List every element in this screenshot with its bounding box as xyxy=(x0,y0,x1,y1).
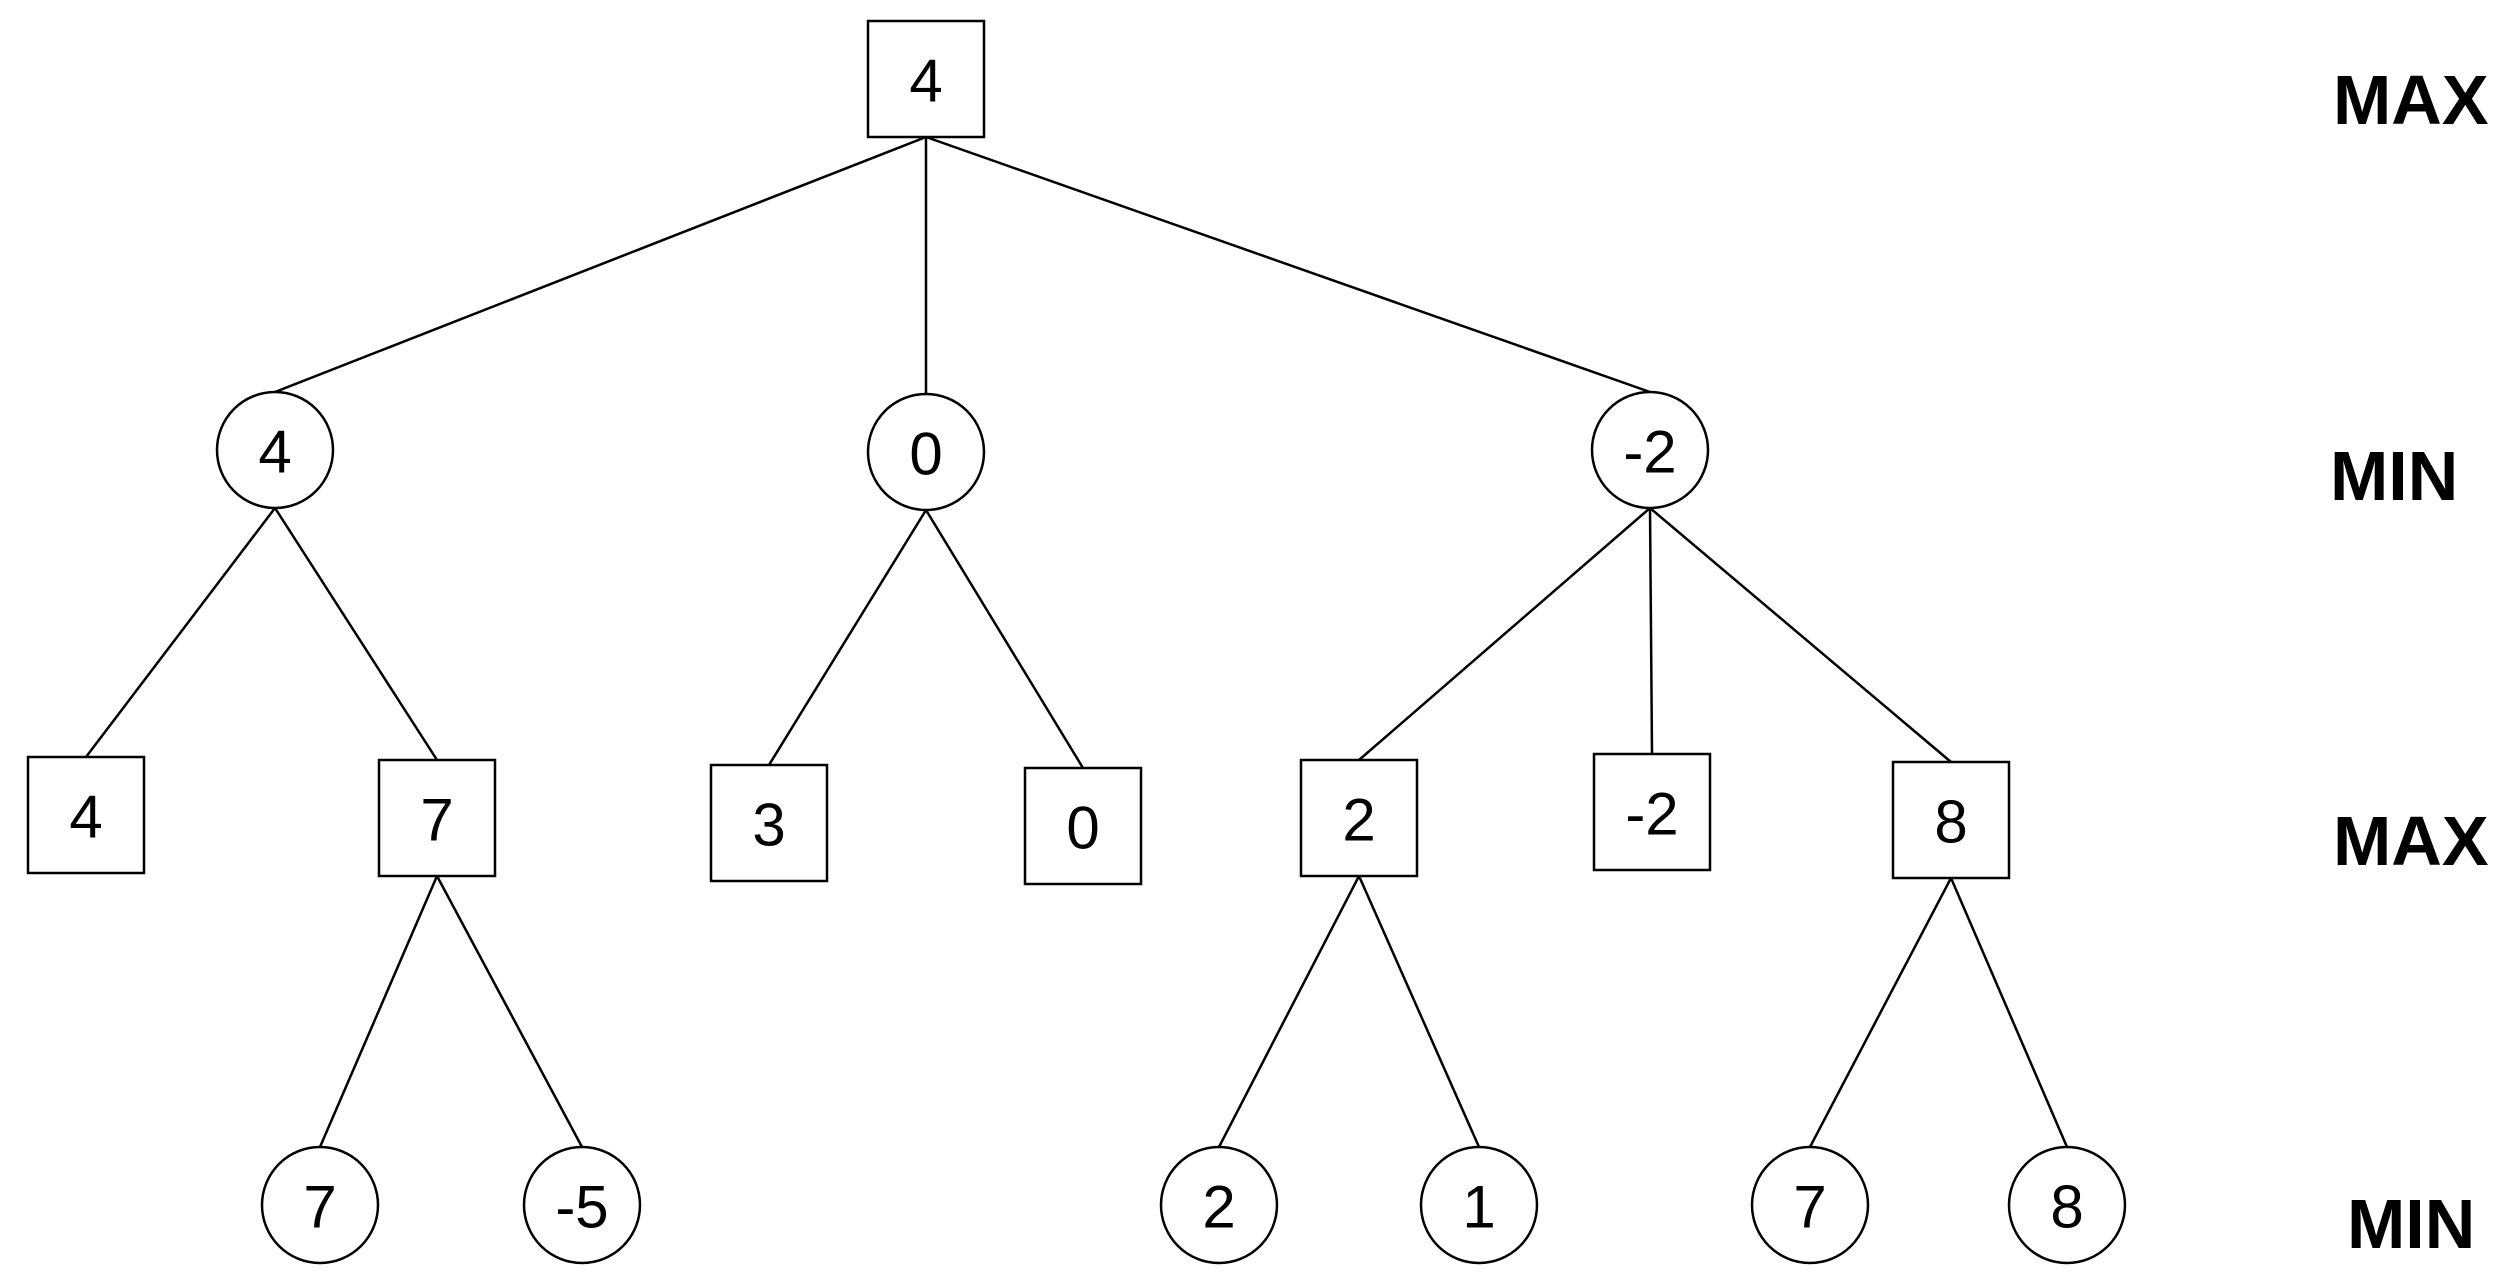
circle-node-shape xyxy=(1419,1145,1539,1265)
circle-node-shape xyxy=(866,392,986,512)
edge-c3-c3a xyxy=(1808,877,1953,1148)
node-value-root: 4 xyxy=(909,48,942,115)
level-label-min-1: MIN xyxy=(2330,437,2458,515)
edge-root-c xyxy=(925,135,1651,394)
max-node-c1: 2 xyxy=(1299,758,1419,878)
square-node-shape xyxy=(377,758,497,878)
min-node-a2b: -5 xyxy=(522,1145,642,1265)
square-node-shape xyxy=(709,763,829,883)
circle-node-shape xyxy=(1159,1145,1279,1265)
edge-a-a1 xyxy=(85,507,276,758)
circle-node-shape xyxy=(522,1145,642,1265)
tree-nodes: 4 4 0 -2 4 7 3 0 2 -2 8 7 -5 2 1 7 8 xyxy=(26,19,2127,1265)
node-value-c1: 2 xyxy=(1342,787,1375,854)
node-value-c3a: 7 xyxy=(1793,1174,1826,1241)
circle-node-shape xyxy=(2007,1145,2127,1265)
edge-c3-c3b xyxy=(1949,877,2069,1148)
edge-a2-a2a xyxy=(318,875,439,1148)
max-node-root: 4 xyxy=(866,19,986,139)
square-node-shape xyxy=(1592,752,1712,872)
level-label-min-2: MIN xyxy=(2347,1185,2475,1263)
node-value-b1: 3 xyxy=(752,792,785,859)
square-node-shape xyxy=(1023,766,1143,886)
min-node-a: 4 xyxy=(215,390,335,510)
max-node-a1: 4 xyxy=(26,755,146,875)
edge-a-a2 xyxy=(273,507,439,761)
square-node-shape xyxy=(1891,760,2011,880)
min-node-c3a: 7 xyxy=(1750,1145,1870,1265)
node-value-a2b: -5 xyxy=(555,1174,608,1241)
square-node-shape xyxy=(866,19,986,139)
min-node-a2a: 7 xyxy=(260,1145,380,1265)
max-node-a2: 7 xyxy=(377,758,497,878)
node-value-c1a: 2 xyxy=(1202,1174,1235,1241)
min-node-c1a: 2 xyxy=(1159,1145,1279,1265)
circle-node-shape xyxy=(1750,1145,1870,1265)
max-node-c3: 8 xyxy=(1891,760,2011,880)
node-value-c2: -2 xyxy=(1625,781,1678,848)
edge-b-b1 xyxy=(767,509,928,766)
min-node-b: 0 xyxy=(866,392,986,512)
level-label-max-2: MAX xyxy=(2333,802,2489,880)
node-value-a1: 4 xyxy=(69,784,102,851)
node-value-c3b: 8 xyxy=(2050,1174,2083,1241)
edge-c1-c1b xyxy=(1357,875,1481,1148)
node-value-c1b: 1 xyxy=(1462,1174,1495,1241)
level-label-max-1: MAX xyxy=(2333,61,2489,139)
edge-root-a xyxy=(274,135,927,394)
node-value-b2: 0 xyxy=(1066,795,1099,862)
max-node-b2: 0 xyxy=(1023,766,1143,886)
circle-node-shape xyxy=(260,1145,380,1265)
edge-a2-a2b xyxy=(435,875,584,1148)
circle-node-shape xyxy=(1590,390,1710,510)
node-value-a2: 7 xyxy=(420,787,453,854)
min-node-c1b: 1 xyxy=(1419,1145,1539,1265)
node-value-a2a: 7 xyxy=(303,1174,336,1241)
square-node-shape xyxy=(26,755,146,875)
circle-node-shape xyxy=(215,390,335,510)
node-value-c3: 8 xyxy=(1934,789,1967,856)
edge-c-c3 xyxy=(1649,507,1952,763)
max-node-b1: 3 xyxy=(709,763,829,883)
edge-c1-c1a xyxy=(1217,875,1361,1148)
edge-c-c1 xyxy=(1358,507,1651,761)
max-node-c2: -2 xyxy=(1592,752,1712,872)
edge-c-c2 xyxy=(1648,507,1654,755)
node-value-c: -2 xyxy=(1623,419,1676,486)
min-node-c: -2 xyxy=(1590,390,1710,510)
square-node-shape xyxy=(1299,758,1419,878)
node-value-a: 4 xyxy=(258,419,291,486)
edge-b-b2 xyxy=(924,509,1085,769)
tree-edges xyxy=(85,135,2069,1148)
node-value-b: 0 xyxy=(909,421,942,488)
min-node-c3b: 8 xyxy=(2007,1145,2127,1265)
